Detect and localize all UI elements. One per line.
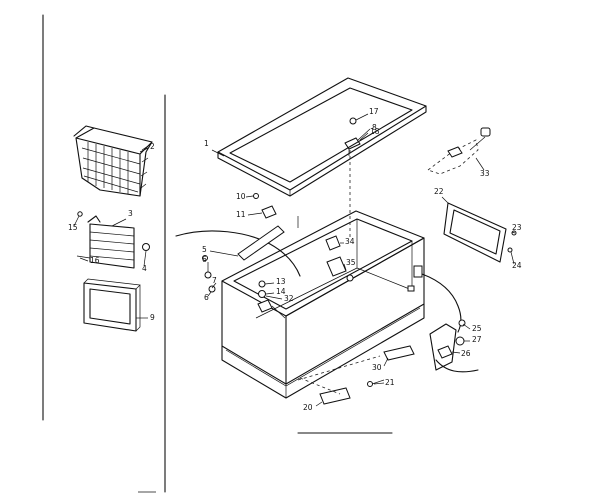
hinge-assembly <box>427 127 491 175</box>
callout-leader-32 <box>265 295 283 300</box>
callout-label-17: 17 <box>369 107 379 116</box>
callout-leader-8 <box>357 128 371 141</box>
lid-latch-parts <box>344 117 361 156</box>
callout-label-2: 2 <box>150 142 155 151</box>
callout-leaders <box>73 113 516 407</box>
callout-label-13: 13 <box>276 277 286 286</box>
callout-leader-11 <box>247 212 263 216</box>
callout-label-20: 20 <box>303 403 313 412</box>
callout-leader-6b <box>207 291 212 297</box>
callout-label-35: 35 <box>346 258 356 267</box>
callout-leader-30 <box>383 357 389 367</box>
callout-leader-14 <box>265 292 275 295</box>
relay-overload-parts <box>429 319 479 373</box>
callout-label-3: 3 <box>128 209 133 218</box>
callout-leader-16 <box>79 257 89 262</box>
callout-label-8: 8 <box>372 123 377 132</box>
callout-label-6a: 6 <box>202 255 207 264</box>
callout-leader-7 <box>211 282 217 289</box>
callout-label-23: 23 <box>512 223 522 232</box>
callout-label-10: 10 <box>236 192 246 201</box>
callout-leader-17 <box>355 113 369 121</box>
side-access-panel <box>443 202 517 263</box>
callout-label-11: 11 <box>236 210 246 219</box>
callout-label-16: 16 <box>90 256 100 265</box>
callout-labels: 1234566789101113141516171820212223242526… <box>68 107 522 412</box>
callout-label-26: 26 <box>461 349 471 358</box>
callout-leader-20 <box>315 401 323 407</box>
callout-label-22: 22 <box>434 187 444 196</box>
callout-leader-3 <box>111 218 127 227</box>
callout-label-4: 4 <box>142 264 147 273</box>
callout-label-9: 9 <box>150 313 155 322</box>
thermostat-bracket <box>253 193 299 228</box>
callout-label-33: 33 <box>480 169 490 178</box>
interior-control-parts <box>325 235 354 282</box>
freezer-cabinet <box>221 210 425 399</box>
callout-label-15: 15 <box>68 223 78 232</box>
front-panel-frame <box>83 278 141 332</box>
callout-label-7: 7 <box>212 276 217 285</box>
front-cabinet-parts <box>175 225 301 319</box>
base-front-parts <box>297 345 415 405</box>
basket-divider <box>76 211 150 269</box>
callout-leader-23 <box>511 231 516 234</box>
callout-label-24: 24 <box>512 261 522 270</box>
callout-leader-26 <box>451 351 461 354</box>
callout-leader-24 <box>510 251 515 265</box>
callout-leader-25 <box>462 323 471 330</box>
callout-label-27: 27 <box>472 335 482 344</box>
callout-label-21: 21 <box>385 378 395 387</box>
callout-leader-5 <box>209 250 239 257</box>
callout-leader-4 <box>143 250 147 267</box>
callout-label-30: 30 <box>372 363 382 372</box>
callout-label-6b: 6 <box>204 293 209 302</box>
callout-label-25: 25 <box>472 324 482 333</box>
callout-label-5: 5 <box>202 245 207 254</box>
freezer-lid <box>217 77 427 197</box>
callout-leader-33 <box>475 157 485 171</box>
callout-leader-15 <box>73 215 80 227</box>
wire-basket <box>73 125 153 197</box>
callout-leader-2 <box>139 147 149 153</box>
callout-label-1: 1 <box>204 139 209 148</box>
callout-leader-18 <box>359 132 369 141</box>
callout-leader-21 <box>373 382 385 385</box>
callout-leader-35 <box>343 263 347 271</box>
callout-leader-22 <box>441 196 449 204</box>
callout-label-14: 14 <box>276 287 286 296</box>
callout-label-32: 32 <box>284 294 294 303</box>
callout-leader-13 <box>264 282 275 285</box>
callout-label-18: 18 <box>370 127 380 136</box>
callout-leader-10 <box>245 195 254 198</box>
callout-leader-1 <box>211 149 225 157</box>
callout-label-34: 34 <box>345 237 355 246</box>
